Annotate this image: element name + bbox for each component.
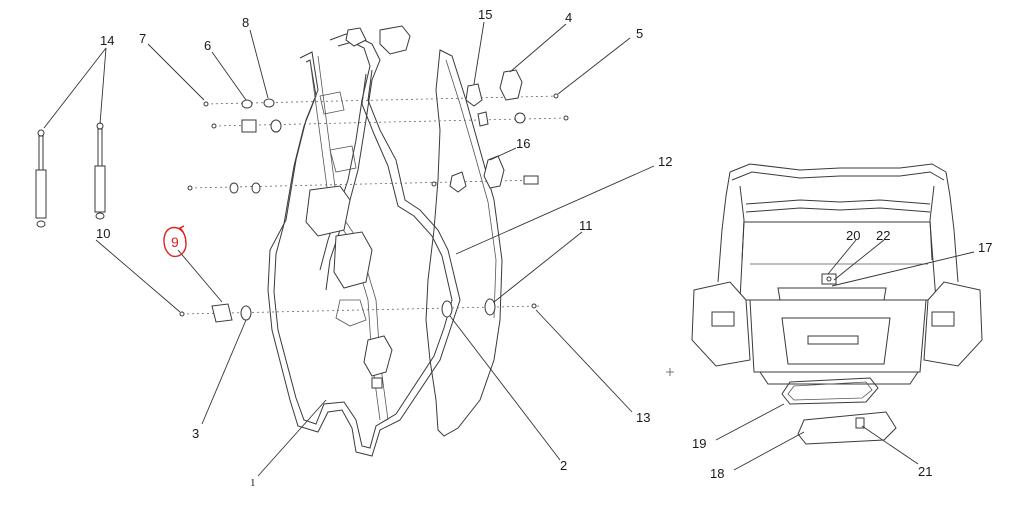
gas-strut-right <box>94 122 106 220</box>
vehicle-rear-view <box>691 163 983 385</box>
callout-labels: 1 2 3 4 5 6 7 8 10 11 12 13 14 15 16 17 … <box>96 7 992 489</box>
callout-8: 8 <box>242 15 249 30</box>
callout-16: 16 <box>516 136 530 151</box>
fastener-row-4 <box>179 298 537 323</box>
callout-12: 12 <box>658 154 672 169</box>
fastener-row-3 <box>187 175 539 194</box>
callout-6: 6 <box>204 38 211 53</box>
reference-cross <box>666 368 674 376</box>
leader-lines <box>43 21 975 477</box>
callout-22: 22 <box>876 228 890 243</box>
fastener-row-1 <box>203 93 559 109</box>
callout-1: 1 <box>250 477 256 489</box>
callout-19: 19 <box>692 436 706 451</box>
fastener-row-2 <box>211 111 569 133</box>
callout-18: 18 <box>710 466 724 481</box>
callout-4: 4 <box>565 10 572 25</box>
callout-17: 17 <box>978 240 992 255</box>
callout-2: 2 <box>560 458 567 473</box>
callout-21: 21 <box>918 464 932 479</box>
gas-strut-left <box>35 129 47 228</box>
callout-3: 3 <box>192 426 199 441</box>
callout-20: 20 <box>846 228 860 243</box>
callout-15: 15 <box>478 7 492 22</box>
highlight-circle: 9 <box>163 225 187 258</box>
callout-7: 7 <box>139 31 146 46</box>
seal-gasket <box>781 377 879 405</box>
callout-14: 14 <box>100 33 114 48</box>
hinge-bracket-upper <box>465 69 523 107</box>
callout-11: 11 <box>579 218 593 233</box>
assembly-axes <box>181 95 567 315</box>
glass-panel <box>425 49 503 437</box>
callout-13: 13 <box>636 410 650 425</box>
door-frame <box>267 25 461 457</box>
callout-5: 5 <box>636 26 643 41</box>
callout-9: 9 <box>171 234 179 250</box>
callout-10: 10 <box>96 226 110 241</box>
cover-panel <box>797 411 897 445</box>
